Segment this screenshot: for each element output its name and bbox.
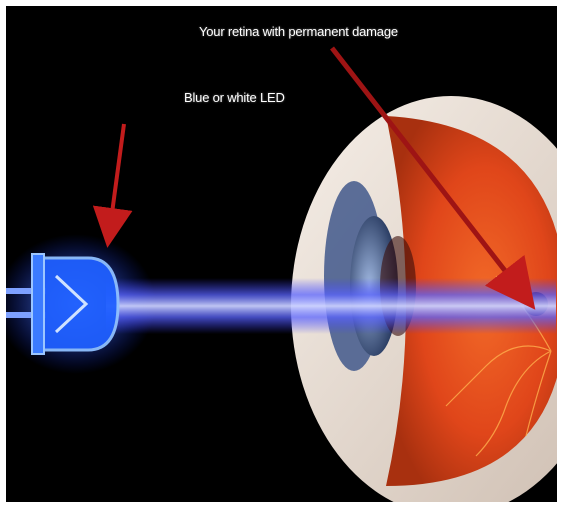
led-arrow bbox=[110, 124, 124, 228]
light-beam bbox=[106, 278, 556, 334]
diagram-frame: Blue or white LED Your retina with perma… bbox=[6, 6, 557, 502]
led-eye-illustration bbox=[6, 6, 557, 502]
led-label: Blue or white LED bbox=[184, 90, 285, 105]
retina-label: Your retina with permanent damage bbox=[199, 24, 398, 39]
